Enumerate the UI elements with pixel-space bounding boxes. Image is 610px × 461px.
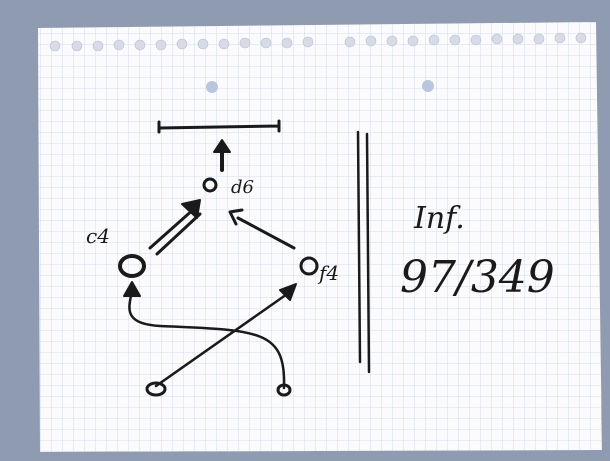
punch-hole <box>206 81 218 93</box>
label-f4: f4 <box>317 261 339 285</box>
arrow-curve-to-c4 <box>128 288 286 390</box>
annotation-number: 97/349 <box>400 252 555 303</box>
start-dot-left <box>145 381 167 397</box>
punch-hole <box>422 80 434 92</box>
spiral-binding-holes <box>49 32 587 52</box>
annotation-inf: Inf. <box>413 201 465 236</box>
node-d6 <box>202 177 218 193</box>
ink-diagram <box>118 119 371 397</box>
arrow-diag-to-f4 <box>154 290 292 388</box>
node-f4 <box>299 256 319 276</box>
start-dot-right <box>276 383 292 397</box>
double-barline <box>356 130 371 374</box>
node-c4 <box>118 254 146 278</box>
top-bar <box>157 119 281 134</box>
paper-sheet <box>38 22 602 452</box>
label-d6: d6 <box>231 177 254 198</box>
arrow-f4-d6 <box>236 216 296 250</box>
label-c4: c4 <box>86 224 110 248</box>
arrow-c4-d6 <box>148 206 202 256</box>
